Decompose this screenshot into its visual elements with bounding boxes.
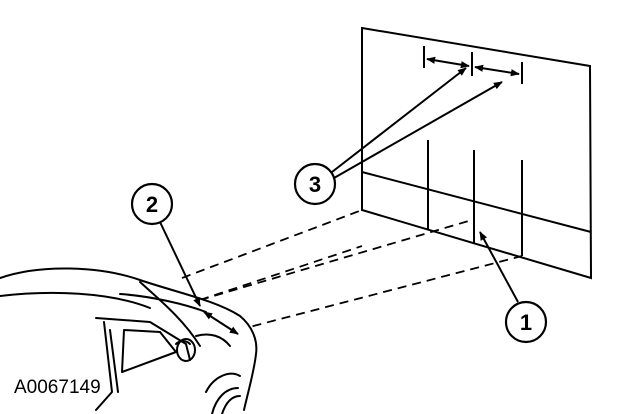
- callout-2-label: 2: [146, 192, 158, 217]
- callout-leaders: [159, 67, 519, 307]
- spacing-dimension-arrows: [426, 56, 520, 77]
- vehicle-front: [0, 267, 258, 414]
- callout-2: 2: [130, 182, 174, 226]
- horizontal-reference-line: [361, 171, 592, 233]
- projection-lines: [181, 209, 523, 331]
- wall-screen: [361, 26, 593, 280]
- figure-code: A0067149: [14, 377, 101, 398]
- callout-3-label: 3: [309, 172, 321, 197]
- callout-1-label: 1: [520, 310, 532, 335]
- callout-1: 1: [504, 300, 548, 344]
- headlamp-offset-arrow: [203, 311, 239, 335]
- callout-3: 3: [293, 162, 337, 206]
